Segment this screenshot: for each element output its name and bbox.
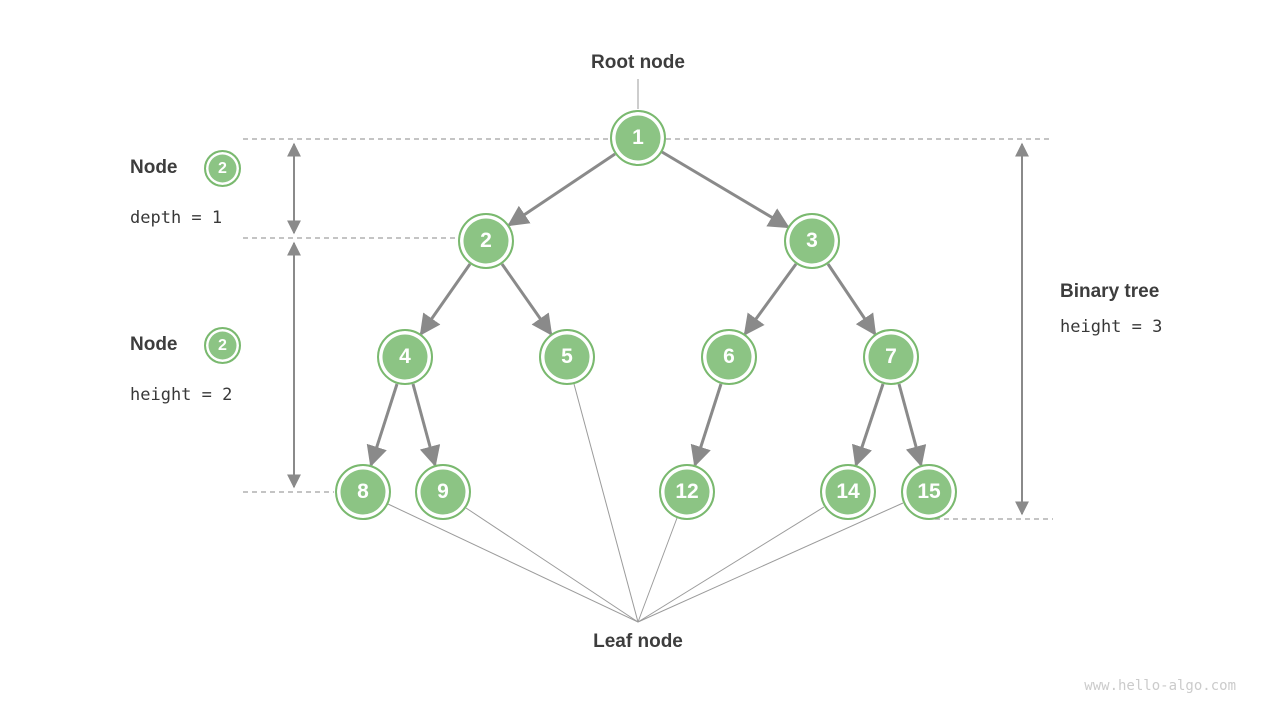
leaf-line-5 [573,383,639,623]
edge-6-12 [690,383,723,467]
leaf-line-15 [637,502,904,623]
measurement-arrows [287,142,1029,516]
tree-node-1: 1 [610,110,666,166]
edge-2-5 [500,263,553,336]
edge-4-9 [411,383,441,468]
edge-1-2 [507,152,616,227]
leaf-line-9 [465,507,639,623]
depth-annotation-value: depth = 1 [130,208,223,228]
tree-node-6: 6 [701,329,757,385]
tree-height-annotation-value: height = 3 [1060,317,1163,337]
edge-7-14 [852,383,885,467]
leaf-line-8 [387,503,639,623]
leaf-line-12 [637,517,678,623]
node-height-annotation-badge: 2 [204,327,241,364]
depth-annotation-title: Node [130,157,178,178]
edge-7-15 [897,383,927,468]
tree-node-7: 7 [863,329,919,385]
leaf-pointer-lines [387,383,904,623]
edge-3-6 [743,263,798,336]
tree-node-3: 3 [784,213,840,269]
leaf-node-label: Leaf node [593,631,683,652]
tree-edges [366,150,927,468]
tree-node-4: 4 [377,329,433,385]
leaf-line-14 [637,506,825,623]
tree-node-8: 8 [335,464,391,520]
edge-4-8 [366,383,399,467]
node-height-annotation-value: height = 2 [130,385,233,405]
tree-node-5: 5 [539,329,595,385]
watermark: www.hello-algo.com [1084,678,1236,694]
tree-node-15: 15 [901,464,957,520]
root-node-label: Root node [591,52,685,73]
tree-height-annotation-title: Binary tree [1060,281,1160,302]
node-height-annotation-title: Node [130,334,178,355]
tree-node-9: 9 [415,464,471,520]
tree-node-2: 2 [458,213,514,269]
dashed-reference-lines [243,138,1053,520]
edge-1-3 [661,150,790,229]
edge-2-4 [419,263,472,336]
edge-3-7 [826,263,877,336]
tree-node-12: 12 [659,464,715,520]
depth-annotation-badge: 2 [204,150,241,187]
tree-node-14: 14 [820,464,876,520]
